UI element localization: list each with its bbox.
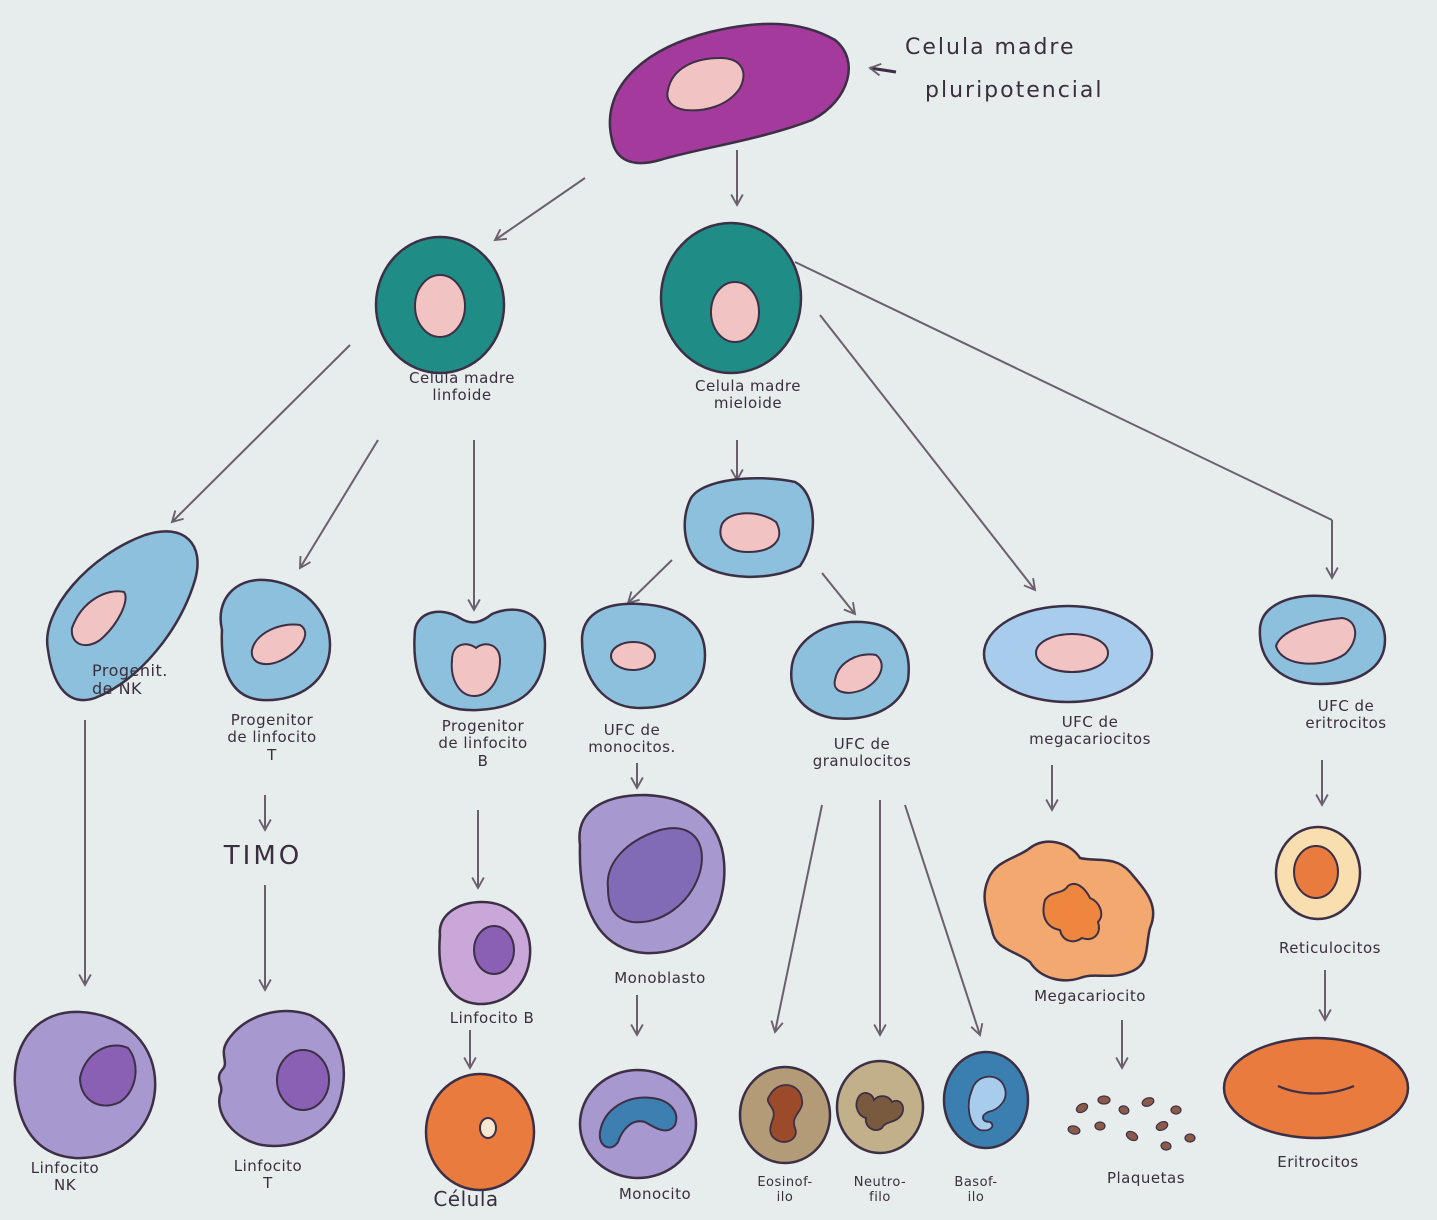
arrow-lymphoid-to-nk: [172, 345, 350, 522]
label-megakaryocyte: Megacariocito: [1034, 988, 1146, 1005]
erythrocyte-cell: [1224, 1038, 1408, 1138]
pluripotent-stem-cell: [610, 24, 849, 163]
label-eosinophil: Eosinof- ilo: [757, 1176, 812, 1206]
monocyte-cell: [580, 1070, 696, 1178]
label-reticulocytes: Reticulocitos: [1279, 940, 1381, 957]
cfu-gm-cell: [685, 478, 813, 577]
b-lymphocyte-cell: [439, 902, 530, 1004]
label-cfu-megakaryocytes: UFC de megacariocitos: [1029, 714, 1151, 749]
arrow-pluri-to-lymphoid: [495, 178, 585, 240]
label-cfu-erythrocytes: UFC de eritrocitos: [1305, 698, 1386, 733]
label-monocyte: Monocito: [619, 1186, 691, 1203]
label-b-progenitor: Progenitor de linfocito B: [438, 718, 527, 770]
monoblast-cell: [579, 795, 724, 953]
label-b-lymphocyte: Linfocito B: [450, 1010, 535, 1027]
label-platelets: Plaquetas: [1107, 1170, 1185, 1187]
title-line-1: Celula madre: [905, 35, 1076, 60]
myeloid-stem-cell: [661, 223, 801, 373]
arrow-cfu-to-gran: [822, 573, 855, 614]
basophil-cell: [944, 1052, 1028, 1148]
arrow-myeloid-to-ery: [795, 262, 1332, 520]
label-erythrocytes: Eritrocitos: [1277, 1154, 1359, 1171]
label-t-progenitor: Progenitor de linfocito T: [227, 712, 316, 764]
label-neutrophil: Neutro- filo: [854, 1176, 907, 1206]
nk-lymphocyte-cell: [15, 1012, 155, 1158]
label-monoblast: Monoblasto: [614, 970, 706, 987]
plasma-cell: [426, 1074, 534, 1190]
arrow-myeloid-to-mega: [820, 315, 1035, 590]
cfu-erythrocyte-cell: [1260, 596, 1385, 684]
eosinophil-cell: [740, 1067, 830, 1163]
label-myeloid-stem: Celula madre mieloide: [695, 378, 801, 413]
reticulocyte-cell: [1276, 827, 1360, 919]
arrow-lymphoid-to-t: [300, 440, 378, 568]
label-plasma-cell: Célula: [433, 1188, 498, 1211]
b-progenitor-cell: [414, 610, 545, 710]
megakaryocyte-cell: [985, 842, 1154, 981]
t-progenitor-cell: [221, 580, 330, 700]
title-pointer-arrow: [870, 68, 896, 72]
arrow-gran-baso: [905, 805, 980, 1035]
cfu-monocyte-cell: [582, 604, 705, 708]
cfu-granulocyte-cell: [791, 622, 908, 719]
title-line-2: pluripotencial: [925, 78, 1104, 103]
cfu-megakaryocyte-cell: [984, 606, 1152, 702]
neutrophil-cell: [837, 1061, 923, 1153]
label-cfu-monocytes: UFC de monocitos.: [588, 722, 676, 757]
arrow-cfu-to-mono: [628, 560, 672, 603]
t-lymphocyte-cell: [219, 1011, 344, 1146]
lymphoid-stem-cell: [376, 237, 504, 373]
label-basophil: Basof- ilo: [954, 1176, 997, 1206]
label-t-lymphocyte: Linfocito T: [234, 1158, 302, 1193]
label-nk-progenitor: Progenit. de NK: [92, 662, 168, 699]
label-lymphoid-stem: Celula madre linfoide: [409, 370, 515, 405]
label-cfu-granulocytes: UFC de granulocitos: [813, 736, 912, 771]
label-timo: TIMO: [224, 842, 302, 872]
arrow-gran-eos: [775, 805, 822, 1032]
platelets: [1067, 1096, 1195, 1151]
label-nk-lymphocyte: Linfocito NK: [31, 1160, 99, 1195]
